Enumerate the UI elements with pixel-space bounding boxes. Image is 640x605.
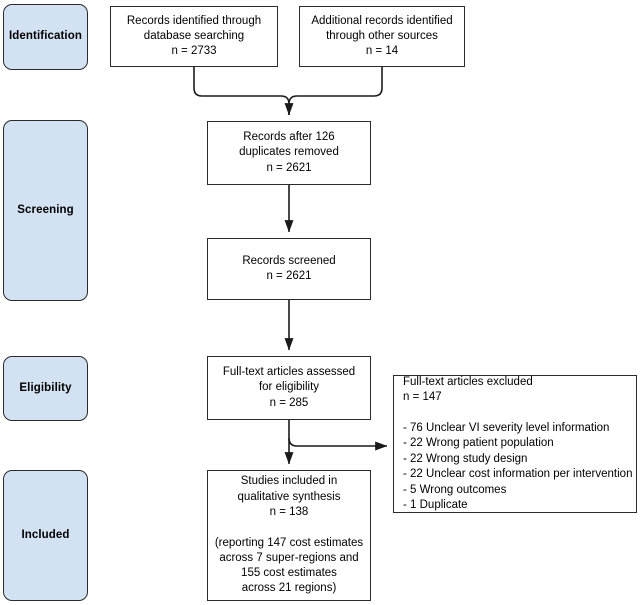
box-records-identified-database: Records identified through database sear… [110, 6, 278, 67]
box-studies-included-qualitative-synthesis-text: Studies included in qualitative synthesi… [214, 475, 364, 595]
box-records-after-duplicates-removed-text: Records after 126 duplicates removed n =… [239, 131, 339, 174]
stage-label-screening-text: Screening [17, 203, 74, 216]
box-records-screened-text: Records screened n = 2621 [242, 254, 336, 282]
stage-label-screening: Screening [3, 120, 88, 301]
box-additional-records-other-sources-text: Additional records identified through ot… [311, 14, 453, 58]
connector-database-to-dedup [193, 67, 294, 116]
connector-fulltext-to-excluded [288, 437, 388, 451]
box-studies-included-qualitative-synthesis: Studies included in qualitative synthesi… [207, 470, 371, 601]
box-records-screened: Records screened n = 2621 [207, 238, 371, 300]
stage-label-eligibility-text: Eligibility [19, 381, 72, 394]
box-additional-records-other-sources: Additional records identified through ot… [299, 6, 465, 67]
stage-label-included-text: Included [21, 528, 70, 541]
connector-other-to-dedup [288, 67, 383, 115]
box-fulltext-articles-assessed-text: Full-text articles assessed for eligibil… [222, 366, 356, 409]
stage-label-identification-text: Identification [9, 30, 82, 43]
box-fulltext-articles-excluded-text: Full-text articles excluded n = 147 - 76… [403, 375, 633, 511]
box-fulltext-articles-excluded: Full-text articles excluded n = 147 - 76… [393, 375, 637, 513]
stage-label-identification: Identification [3, 4, 88, 70]
stage-label-eligibility: Eligibility [3, 356, 88, 421]
box-records-identified-database-text: Records identified through database sear… [126, 14, 262, 58]
box-records-after-duplicates-removed: Records after 126 duplicates removed n =… [207, 121, 371, 185]
stage-label-included: Included [3, 470, 88, 601]
box-fulltext-articles-assessed: Full-text articles assessed for eligibil… [207, 356, 371, 420]
